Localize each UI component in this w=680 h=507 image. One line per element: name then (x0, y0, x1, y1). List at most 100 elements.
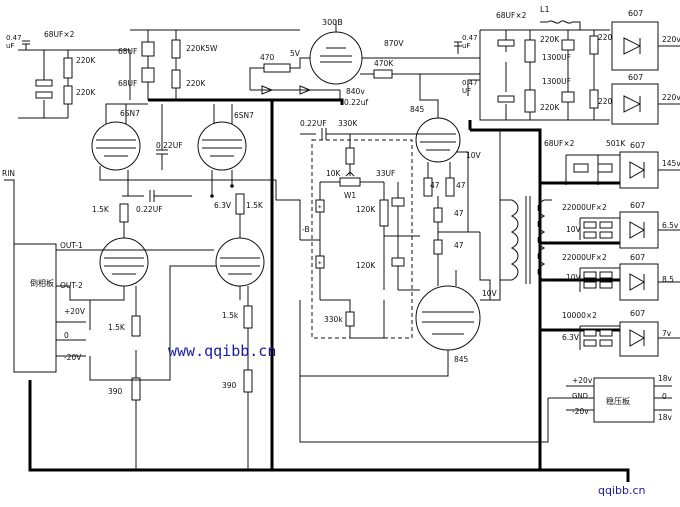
center-filter: 68UF 68UF 220K5W 220K (118, 29, 300, 100)
cap-label: 0.22UF (156, 141, 183, 150)
tube-6sn7-left: 6SN7 1.5K (91, 103, 276, 234)
resistor-label: 220K (598, 33, 618, 42)
tube-label: 6SN7 (234, 111, 254, 120)
resistor-label: 220K (186, 79, 206, 88)
watermark-corner: qqibb.cn (598, 484, 646, 497)
resistor-label: 47 (430, 181, 440, 190)
phase-board-supply: +20V (64, 307, 86, 316)
resistor-label: 1.5K (246, 201, 264, 210)
resistor-label: 1.5K (108, 323, 126, 332)
regulator-input: +20v (572, 376, 593, 385)
tube-6sn7-right: 6SN7 1.5K 6.3V 0.22UF 0.22UF (122, 104, 264, 236)
pot-marker: * (318, 260, 322, 268)
cap-label: 22000UF×2 (562, 253, 607, 262)
cap-label: 10000×2 (562, 311, 597, 320)
resistor-label: 120K (356, 205, 376, 214)
resistor-label: 120K (356, 261, 376, 270)
voltage-label: 5V (290, 49, 301, 58)
cap-label: UF (462, 87, 471, 95)
rectifier-607-4: 607 6.5v 22000UF×2 10V (562, 201, 680, 249)
tube-845-bottom: 845 10V (300, 130, 501, 377)
resistor-label: 1.5k (222, 311, 239, 320)
cap-label: uF (462, 42, 470, 50)
resistor-label: 470K (374, 59, 394, 68)
regulator-output: 18v (658, 413, 673, 422)
rectifier-label: 607 (628, 73, 643, 82)
cap-label: 68UF (118, 79, 137, 88)
phase-board-output: OUT-2 (60, 281, 83, 290)
misc-wires (89, 73, 480, 381)
rectifier-label: 607 (628, 9, 643, 18)
resistor-label: 1.5K (92, 205, 110, 214)
regulator-output: 18v (658, 374, 673, 383)
regulator-board: 稳压板 +20v GND -20v 18v 0 18v (299, 300, 673, 443)
cap-label: 0.47 (462, 79, 478, 87)
output-voltage: 8.5 (662, 275, 674, 284)
regulator-output: 0 (662, 392, 667, 401)
top-left-filter: 0.47 uF 68UF×2 220K 220K (6, 30, 131, 119)
output-voltage: 6.5v (662, 221, 679, 230)
phase-board-output: OUT-1 (60, 241, 83, 250)
inductor-label: L1 (540, 5, 550, 14)
cap-label: 33UF (376, 169, 395, 178)
cap-label: 0.47 (6, 34, 22, 42)
cap-label: 0.22uf (344, 98, 368, 107)
resistor-label: 220K (540, 103, 560, 112)
phase-board-supply: -20V (64, 353, 82, 362)
tube-label: 6SN7 (120, 109, 140, 118)
rectifier-607-1: 607 220v (611, 9, 680, 71)
output-voltage: 220v (662, 35, 680, 44)
cap-label: 68UF (118, 47, 137, 56)
resistor-label: 47 (456, 181, 466, 190)
resistor-label: 10K (326, 169, 342, 178)
cap-label: 1300UF (542, 53, 571, 62)
supply-label: -B (302, 225, 310, 234)
tube-label: 845 (454, 355, 469, 364)
voltage-label: 870V (384, 39, 404, 48)
top-right-psu: 68UF×2 L1 220K 1300UF 1300UF 220K 220K 2… (454, 5, 618, 121)
cap-label: uF (6, 42, 14, 50)
regulator-label: 稳压板 (606, 396, 630, 406)
resistor-label: 220K (76, 88, 96, 97)
regulator-input: GND (572, 392, 588, 400)
resistor-label: 470 (260, 53, 275, 62)
resistor-label: 47 (454, 209, 464, 218)
cap-label: 0.47 (462, 34, 478, 42)
voltage-label: 10V (566, 273, 582, 282)
cap-label: 68UF×2 (44, 30, 75, 39)
phase-board-input: RIN (2, 169, 15, 178)
tube-driver-left: 1.5K 390 (90, 234, 149, 470)
rectifier-label: 607 (630, 141, 645, 150)
resistor-label: 330k (324, 315, 343, 324)
phase-board-supply: 0 (64, 331, 69, 340)
tube-driver-right: 1.5k 390 (169, 236, 265, 470)
bias-network: 0.22UF 330K 10K W1 120K 33UF * * 120K 33… (300, 119, 420, 339)
rectifier-607-5: 607 8.5 22000UF×2 10V (562, 253, 680, 301)
resistor-label: 220K (540, 35, 560, 44)
resistor-label: 501K (606, 139, 626, 148)
voltage-label: 6.3V (562, 333, 580, 342)
rectifier-607-3: 607 145v 68UF×2 501K (544, 139, 680, 189)
ground-buses (28, 98, 630, 482)
output-voltage: 7v (662, 329, 672, 338)
tube-300b: 300B 470 5V 870V 470K 840v 0.22uf (249, 18, 480, 107)
resistor-label: 220K (76, 56, 96, 65)
tube-845-top: 845 47 47 10V 47 47 (410, 74, 482, 255)
cap-label: 68UF×2 (544, 139, 575, 148)
cap-label: 68UF×2 (496, 11, 527, 20)
resistor-label: 47 (454, 241, 464, 250)
pot-label: W1 (344, 191, 356, 200)
rectifier-607-6: 607 7v 10000×2 6.3V (562, 309, 680, 357)
cap-label: 22000UF×2 (562, 203, 607, 212)
cap-label: 1300UF (542, 77, 571, 86)
tube-label: 845 (410, 105, 425, 114)
output-voltage: 220v (662, 93, 680, 102)
voltage-label: 6.3V (214, 201, 232, 210)
rectifier-label: 607 (630, 253, 645, 262)
output-voltage: 145v (662, 159, 680, 168)
output-transformer (479, 196, 552, 300)
resistor-label: 390 (222, 381, 237, 390)
phase-board: 倒相板 RIN OUT-1 OUT-2 +20V 0 -20V (2, 169, 214, 373)
resistor-label: 330K (338, 119, 358, 128)
tube-label: 300B (322, 18, 343, 27)
